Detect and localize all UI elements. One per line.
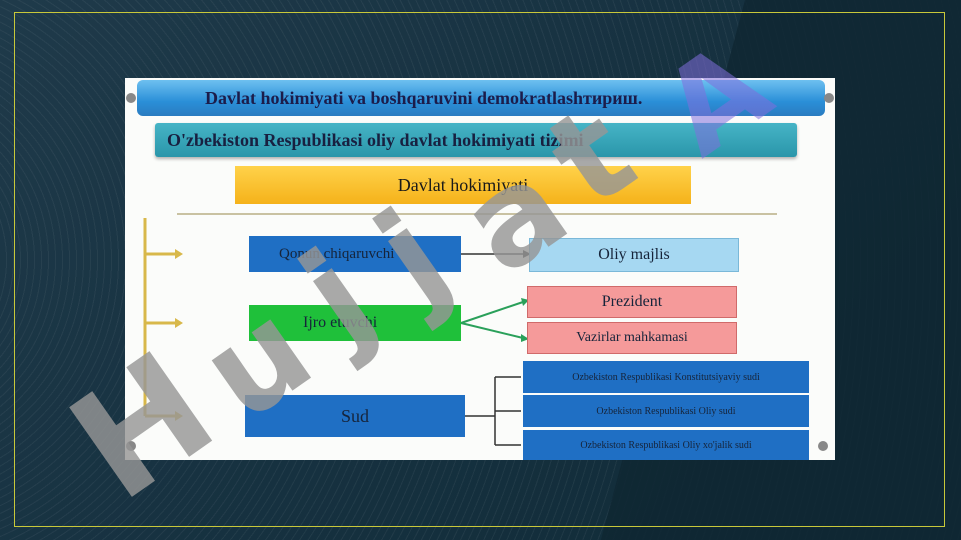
box-oliy-xojalik-sud: Ozbekiston Respublikasi Oliy xo'jalik su…: [523, 430, 809, 460]
box-prezident: Prezident: [527, 286, 737, 318]
branch-qonun-chiqaruvchi: Qonun chiqaruvchi: [249, 236, 461, 272]
diagram-title: Davlat hokimiyati va boshqaruvini demokr…: [137, 80, 825, 116]
box-vazirlar-mahkamasi: Vazirlar mahkamasi: [527, 322, 737, 354]
diagram-subtitle: O'zbekiston Respublikasi oliy davlat hok…: [155, 123, 797, 157]
box-konstitutsiyaviy-sud: Ozbekiston Respublikasi Konstitutsiyaviy…: [523, 361, 809, 393]
head-box: Davlat hokimiyati: [235, 166, 691, 204]
branch-sud: Sud: [245, 395, 465, 437]
branch-ijro-etuvchi: Ijro etuvchi: [249, 305, 461, 341]
slide-frame: [14, 12, 945, 527]
divider-line: [177, 213, 777, 215]
box-oliy-majlis: Oliy majlis: [529, 238, 739, 272]
diagram-slide: Davlat hokimiyati va boshqaruvini demokr…: [125, 78, 835, 460]
box-oliy-sud: Ozbekiston Respublikasi Oliy sudi: [523, 395, 809, 427]
connector-lines: [126, 93, 834, 451]
